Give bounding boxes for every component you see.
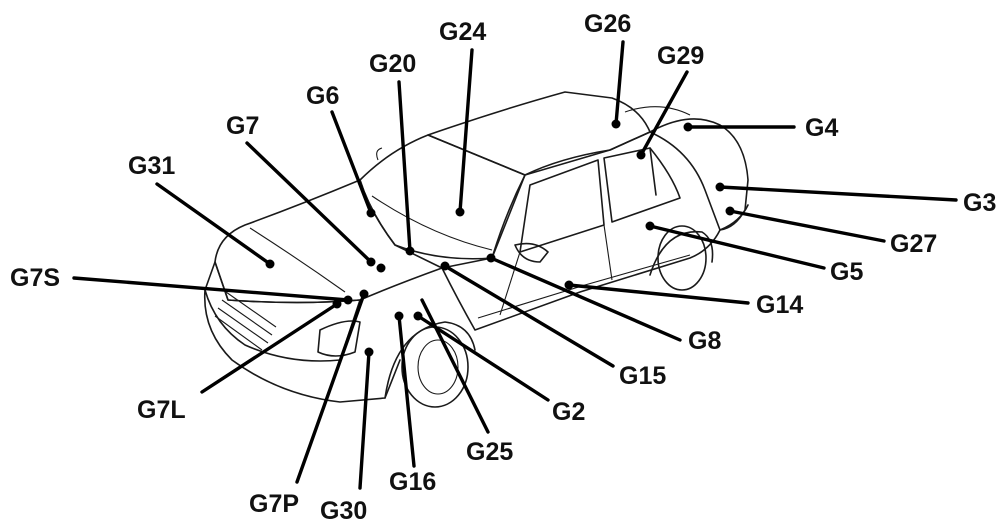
leader-g31 <box>155 182 272 266</box>
label-g25: G25 <box>466 438 513 466</box>
label-g29: G29 <box>657 42 704 70</box>
label-g4: G4 <box>805 114 838 142</box>
label-g15: G15 <box>619 362 666 390</box>
leader-g24 <box>458 48 474 214</box>
leader-g5 <box>648 224 826 270</box>
leader-g30 <box>358 350 371 490</box>
leader-g27 <box>728 209 886 243</box>
point-g16 <box>394 311 404 321</box>
leader-g15 <box>443 264 615 368</box>
point-g8 <box>486 253 496 263</box>
point-g7p <box>359 289 369 299</box>
point-g27 <box>725 206 735 216</box>
label-g6: G6 <box>306 82 339 110</box>
car-outline <box>203 91 749 408</box>
point-g7a <box>366 257 376 267</box>
point-g20 <box>405 246 415 256</box>
label-g30: G30 <box>320 497 367 525</box>
leader-lines <box>72 40 958 490</box>
label-g5: G5 <box>830 258 863 286</box>
point-g31 <box>265 259 275 269</box>
leader-g29 <box>639 70 689 157</box>
leader-g3 <box>718 185 958 202</box>
point-g3 <box>715 182 725 192</box>
leader-g25 <box>420 298 490 434</box>
leader-g6 <box>330 110 373 215</box>
point-g5 <box>645 221 655 231</box>
point-g29 <box>636 150 646 160</box>
point-g7l <box>332 299 342 309</box>
leader-g26 <box>614 40 625 126</box>
label-g14: G14 <box>756 291 803 319</box>
leader-g7l <box>200 302 339 394</box>
label-g27: G27 <box>890 230 937 258</box>
leader-g7s <box>72 276 350 302</box>
label-g3: G3 <box>963 189 996 217</box>
point-g26 <box>611 119 621 129</box>
labels: G24 G26 G20 G29 G6 G4 G7 G31 G3 G27 G7S … <box>10 10 996 525</box>
label-g8: G8 <box>688 327 721 355</box>
label-g7s: G7S <box>10 264 60 292</box>
leader-g7 <box>245 141 373 264</box>
label-g7: G7 <box>226 112 259 140</box>
label-g24: G24 <box>439 18 486 46</box>
label-g2: G2 <box>552 398 585 426</box>
point-g6 <box>366 208 376 218</box>
leader-g20 <box>397 80 412 253</box>
point-g24 <box>455 207 465 217</box>
point-g4 <box>683 122 693 132</box>
ground-points <box>265 119 735 357</box>
point-g30 <box>364 347 374 357</box>
label-g16: G16 <box>389 468 436 496</box>
label-g20: G20 <box>369 50 416 78</box>
label-g31: G31 <box>128 152 175 180</box>
point-g7s <box>343 295 353 305</box>
label-g7l: G7L <box>137 396 186 424</box>
point-g2 <box>413 311 423 321</box>
point-g15 <box>440 261 450 271</box>
leader-g16 <box>397 314 416 468</box>
leader-g14 <box>567 283 750 305</box>
leader-g7p <box>295 292 366 484</box>
label-g26: G26 <box>584 10 631 38</box>
point-g7b <box>376 263 386 273</box>
leader-g8 <box>489 256 682 342</box>
label-g7p: G7P <box>249 490 299 518</box>
leader-g2 <box>416 314 550 402</box>
point-g14 <box>564 280 574 290</box>
